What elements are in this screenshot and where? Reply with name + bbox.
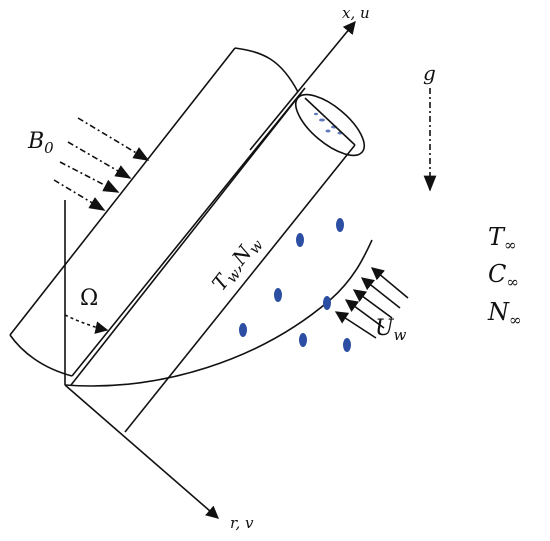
magnetic-arrow-3 [59,161,120,193]
velocity-arrow-1 [371,267,409,299]
r-axis-arrow [64,384,219,519]
nanoparticle [299,333,307,347]
free-stream-velocity: Uw [334,267,409,344]
nanoparticle [274,288,282,302]
ambient-nanoparticle-label: N∞ [487,298,522,329]
cylinder-bottom-cap [9,334,73,377]
velocity-arrow-3 [352,289,393,319]
nanoparticle [239,323,247,337]
gravity-label: g [423,61,436,85]
wall-conditions-label: Tw,Nw [207,231,267,297]
magnetic-field: B0 [27,117,150,211]
magnetic-arrow-4 [53,179,106,211]
ambient-temperature-label: T∞ [488,223,517,254]
velocity-label: Uw [375,316,407,344]
cylinder-outer-edge-top [9,47,236,336]
r-axis-label: r, v [230,514,254,532]
magnetic-field-label: B0 [27,129,54,157]
cylinder [9,47,365,433]
x-axis-label: x, u [342,4,370,22]
velocity-arrow-4 [344,299,385,329]
boundary-layer-curve [64,239,373,387]
velocity-arrow-2 [360,277,401,309]
cylinder-outer-edge-bottom [71,87,306,377]
magnetic-arrow-2 [67,141,132,179]
x-axis-arrow [249,21,356,151]
angle-arc [64,314,109,334]
nanoparticle [296,233,304,247]
cylinder-top-curve [234,47,299,93]
inner-layer-line-1 [70,91,303,386]
cylinder-end-rim [304,97,356,146]
nanoparticle [336,218,344,232]
cylinder-end-texture [314,112,343,135]
nanoparticles [239,218,351,352]
ambient-concentration-label: C∞ [488,260,519,291]
nanoparticle [343,338,351,352]
ambient-conditions: T∞ C∞ N∞ [487,223,522,329]
inner-layer-line-2 [124,144,356,433]
angle-label: Ω [80,286,98,311]
nanoparticle [323,296,331,310]
velocity-arrow-5 [334,311,377,339]
